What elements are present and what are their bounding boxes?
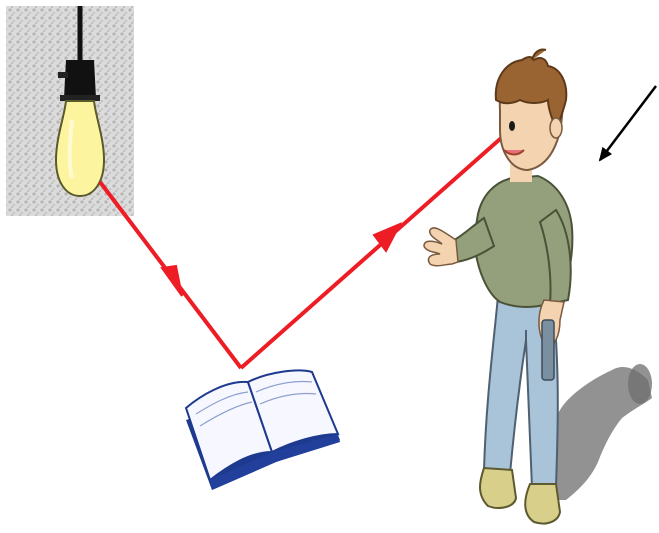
- boy-left-hand: [424, 228, 458, 266]
- boy-eye: [509, 121, 515, 131]
- boy-left-shoe: [480, 468, 516, 508]
- open-book-icon: [186, 370, 340, 490]
- boy-figure-icon: [424, 49, 652, 523]
- incident-ray-arrowhead: [162, 266, 182, 296]
- boy-phone: [542, 320, 554, 380]
- boy-right-shoe: [525, 484, 560, 524]
- bulb-glass: [56, 101, 104, 196]
- pointer-arrow-icon: [600, 86, 656, 160]
- lamp-socket: [64, 60, 96, 98]
- light-bulb-icon: [6, 6, 134, 216]
